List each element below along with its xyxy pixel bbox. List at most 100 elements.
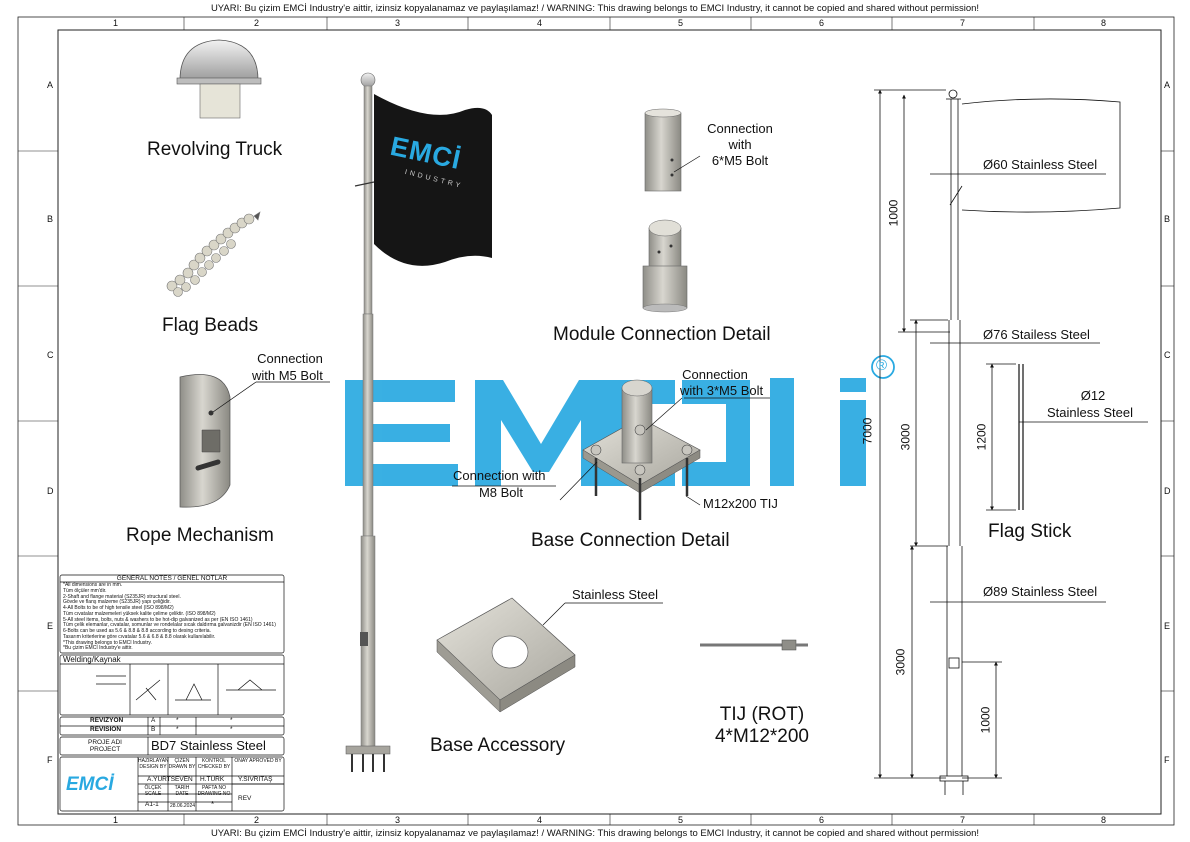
tb-approved-label: ONAY APROVED BY [234,758,282,764]
label-tij-rot-1: TIJ (ROT) [719,704,805,725]
label-flag-beads: Flag Beads [162,315,259,336]
notes-title: GENERAL NOTES / GENEL NOTLAR [116,575,228,582]
flag-beads-illustration [166,211,261,297]
label-module-connection-detail: Module Connection Detail [553,324,771,345]
grid-row-a: A [47,80,54,90]
grid-col-5: 5 [678,18,684,28]
title-block-frames [59,574,285,812]
label-revolving-truck: Revolving Truck [147,139,283,160]
project-label-2: PROJECT [89,746,121,753]
note-line: 2-Shaft and flange material (S235JR) str… [63,593,181,600]
grid-row-f: F [47,755,53,765]
note-line: *This drawing belongs to EMCI Industry. [63,639,152,646]
tij-rod-illustration [700,639,808,651]
label-base-conn-m5-2: with 3*M5 Bolt [680,383,764,398]
project-name: BD7 Stainless Steel [151,738,266,753]
tb-scale: A1-1 [145,801,159,808]
revision-mark-2: * [230,717,233,724]
label-base-connection-detail: Base Connection Detail [531,530,730,551]
grid-col-2-bottom: 2 [254,815,260,825]
grid-row-e-right: E [1164,621,1171,631]
tb-checked-label: KONTROL CHECKED BY [197,758,231,770]
label-base-conn-m8-1: Connection with [453,468,546,483]
note-line: 5-All steel items, bolts, nuts & washers… [63,616,253,623]
tb-checked: H.TÜRK [200,776,225,783]
tb-prepared-label: HAZIRLAYAN DESIGN BY [138,758,169,770]
flagpole-illustration [345,72,492,772]
grid-row-b: B [47,214,54,224]
warning-bottom: UYARI: Bu çizim EMCİ Industry'e aittir, … [210,828,980,839]
notes-lines: *All dimensions are in mm.Tüm ölçüler mm… [63,582,281,652]
revision-mark-3: * [176,726,179,733]
grid-row-f-right: F [1164,755,1170,765]
warning-top: UYARI: Bu çizim EMCİ Industry'e aittir, … [210,3,980,14]
grid-col-6-bottom: 6 [819,815,825,825]
dim-d60: Ø60 Stainless Steel [983,157,1098,172]
dim-bottom: 1000 [978,706,993,734]
grid-col-1-bottom: 1 [113,815,119,825]
dim-stick: 1200 [974,423,989,451]
grid-col-8: 8 [1101,18,1107,28]
revision-mark-4: * [230,726,233,733]
grid-col-3-bottom: 3 [395,815,401,825]
rope-mechanism-illustration [179,374,330,508]
technical-pole-elevation [874,89,1148,795]
grid-col-4-bottom: 4 [537,815,543,825]
dim-d89: Ø89 Stainless Steel [983,584,1098,599]
note-line: Tasarım kriterlerine göre cıvatalar 5.6 … [63,633,216,640]
grid-row-d-right: D [1164,486,1171,496]
label-rope-connection-2: with M5 Bolt [252,368,323,383]
label-module-connection-1: Connection [707,121,773,136]
base-connection-illustration [452,379,770,520]
grid-row-d: D [47,486,54,496]
dim-d12-2: Stainless Steel [1047,405,1133,420]
label-tij-rot-2: 4*M12*200 [714,726,810,747]
grid-row-a-right: A [1164,80,1171,90]
note-line: Tüm çelik elemanlar, cıvatalar, somunlar… [63,622,276,629]
label-rope-connection-1: Connection [257,351,323,366]
dim-total: 7000 [860,417,875,445]
project-label-1: PROJE ADI [88,739,122,746]
revolving-truck-illustration [176,39,262,119]
note-line: Gövde ve flanş malzeme (S235JR) yapı çel… [63,599,171,606]
dim-d76: Ø76 Stailess Steel [983,327,1090,342]
tb-prepared: A.YURTSEVEN [147,776,193,783]
grid-col-3: 3 [395,18,401,28]
label-flag-stick: Flag Stick [988,521,1072,542]
grid-col-1: 1 [113,18,119,28]
note-line: Tüm cıvatalar malzemeleri yüksek kalite … [63,610,216,617]
module-connection-illustration [642,108,701,313]
dim-mid: 3000 [898,423,913,451]
base-accessory-illustration [436,597,663,713]
grid-col-8-bottom: 8 [1101,815,1107,825]
note-line: Tüm ölçüler mm'dir. [63,587,107,594]
label-rope-mechanism: Rope Mechanism [126,525,274,546]
title-block-logo: EMCİ [66,774,114,795]
revision-r1: A [151,717,156,724]
note-line: *Bu çizim EMCİ Industry'e aittir. [63,645,133,652]
grid-col-6: 6 [819,18,825,28]
tb-date: 28.06.2024 [170,803,196,809]
label-tij: M12x200 TIJ [703,496,778,511]
tb-date-label: TARİH DATE [174,785,190,797]
dim-d12-1: Ø12 [1080,388,1106,403]
note-line: 4-All Bolts to be of high tensile steel … [63,605,174,611]
dim-top: 1000 [886,199,901,227]
welding-title: Welding/Kaynak [63,655,121,664]
tb-approved: Y.SIVRITAŞ [238,776,273,783]
revision-label-1: REVIZYON [90,717,124,724]
label-base-accessory: Base Accessory [430,735,566,756]
grid-row-c-right: C [1164,350,1171,360]
tb-rev: REV [238,795,252,802]
grid-col-5-bottom: 5 [678,815,684,825]
tb-sheet-label: PAFTA NO DRAWING NO [197,785,231,797]
tb-drawn-label: ÇİZEN DRAWN BY [168,758,196,770]
grid-col-4: 4 [537,18,543,28]
label-base-accessory-material: Stainless Steel [572,587,658,602]
label-base-conn-m5-1: Connection [682,367,748,382]
label-module-connection-2: with [728,137,752,152]
tb-scale-label: ÖLÇEK SCALE [144,785,162,797]
revision-mark-1: * [176,717,179,724]
grid-row-e: E [47,621,54,631]
